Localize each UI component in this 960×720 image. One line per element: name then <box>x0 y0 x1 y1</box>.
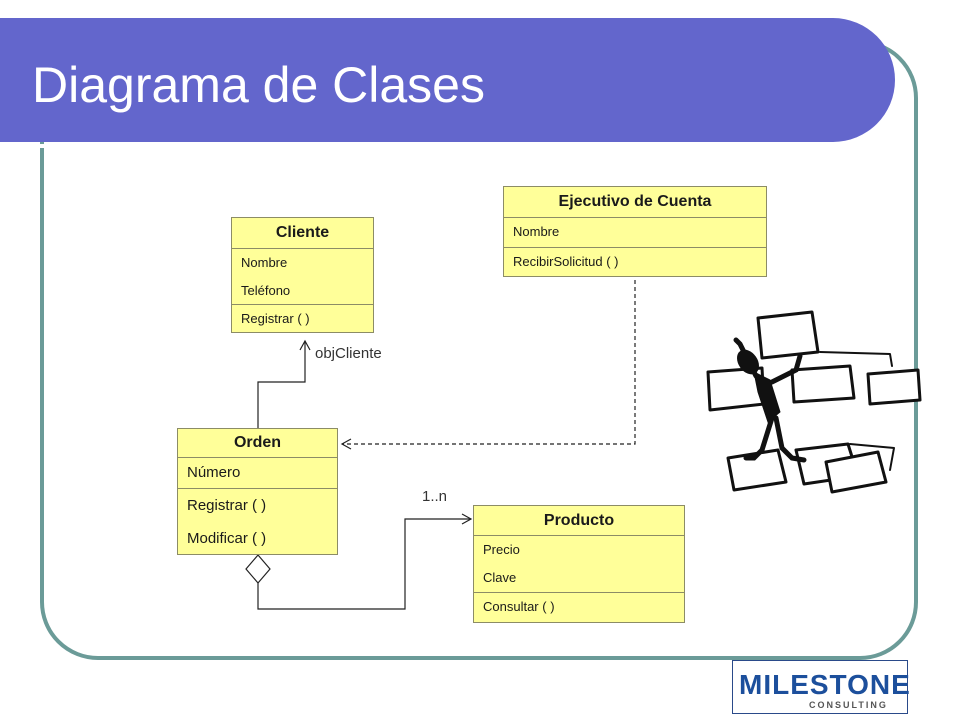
multiplicity-label: 1..n <box>422 488 448 505</box>
class-producto-name: Producto <box>474 506 684 536</box>
class-cliente-name: Cliente <box>232 218 373 249</box>
class-orden-methods: Registrar ( ) Modificar ( ) <box>178 489 337 555</box>
class-method: RecibirSolicitud ( ) <box>513 254 619 269</box>
class-attribute: Número <box>187 464 241 481</box>
class-ejecutivo-attributes: Nombre <box>504 218 766 248</box>
class-cliente-attributes: Nombre Teléfono <box>232 249 373 305</box>
title-bar: Diagrama de Clases <box>0 18 895 148</box>
class-method: Registrar ( ) <box>241 311 310 326</box>
orden-cliente-association <box>257 339 311 428</box>
class-ejecutivo-methods: RecibirSolicitud ( ) <box>504 248 766 276</box>
class-cliente: Cliente Nombre Teléfono Registrar ( ) <box>231 217 374 333</box>
logo-subtitle: CONSULTING <box>809 700 888 710</box>
class-attribute: Precio <box>483 542 520 557</box>
class-method: Registrar ( ) <box>187 497 267 514</box>
class-attribute: Clave <box>483 570 517 585</box>
class-attribute: Teléfono <box>241 283 291 298</box>
association-label-objcliente: objCliente <box>315 345 382 362</box>
class-cliente-methods: Registrar ( ) <box>232 305 373 333</box>
class-ejecutivo-de-cuenta: Ejecutivo de Cuenta Nombre RecibirSolici… <box>503 186 767 277</box>
class-producto-attributes: Precio Clave <box>474 536 684 593</box>
class-method: Modificar ( ) <box>187 530 267 547</box>
person-papers-clipart <box>706 310 922 494</box>
class-ejecutivo-name: Ejecutivo de Cuenta <box>504 187 766 218</box>
class-attribute: Nombre <box>513 224 560 239</box>
class-orden-attributes: Número <box>178 458 337 489</box>
class-orden: Orden Número Registrar ( ) Modificar ( ) <box>177 428 338 555</box>
slide-title: Diagrama de Clases <box>32 57 485 113</box>
class-producto: Producto Precio Clave Consultar ( ) <box>473 505 685 623</box>
logo-wordmark: MILESTONE <box>739 669 911 700</box>
title-underline <box>0 144 848 148</box>
ejecutivo-orden-dependency <box>340 280 636 450</box>
class-method: Consultar ( ) <box>483 599 555 614</box>
class-producto-methods: Consultar ( ) <box>474 593 684 621</box>
class-orden-name: Orden <box>178 429 337 458</box>
aggregation-diamond <box>245 554 271 584</box>
class-attribute: Nombre <box>241 255 288 270</box>
orden-producto-aggregation <box>257 513 473 610</box>
milestone-consulting-logo: MILESTONE CONSULTING <box>732 660 911 714</box>
